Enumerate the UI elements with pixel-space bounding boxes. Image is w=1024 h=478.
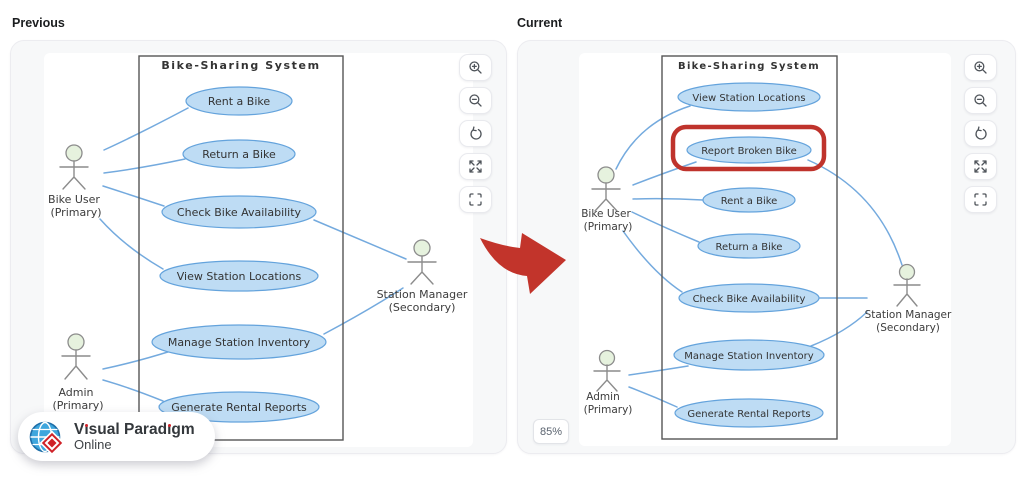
- svg-text:Check Bike Availability: Check Bike Availability: [177, 206, 302, 219]
- actor-bike-user: Bike User (Primary): [581, 166, 633, 233]
- use-case-rent-a-bike: Rent a Bike: [185, 86, 293, 116]
- visual-paradigm-logo[interactable]: Vısual Paradıgm Online: [18, 412, 215, 461]
- svg-text:Return a Bike: Return a Bike: [202, 148, 276, 161]
- current-system-boundary: Bike-Sharing System: [661, 55, 838, 440]
- zoom-in-icon: [974, 61, 987, 74]
- svg-text:Bike User: Bike User: [581, 208, 631, 220]
- expand-icon: [974, 160, 987, 173]
- use-case-rent-a-bike: Rent a Bike: [702, 187, 796, 213]
- current-connectors: [615, 105, 903, 408]
- reset-view-icon: [470, 126, 482, 140]
- visual-paradigm-globe-icon: [29, 421, 65, 455]
- use-case-check-bike-availability: Check Bike Availability: [678, 283, 820, 313]
- svg-text:Manage Station Inventory: Manage Station Inventory: [684, 351, 813, 362]
- current-diagram-canvas[interactable]: Bike-Sharing System View Station Locatio…: [579, 53, 952, 446]
- svg-text:View Station Locations: View Station Locations: [692, 93, 805, 104]
- svg-text:Generate Rental Reports: Generate Rental Reports: [687, 409, 810, 420]
- zoom-out-button[interactable]: [964, 87, 997, 114]
- actor-bike-user: Bike User (Primary): [48, 144, 102, 219]
- use-case-return-a-bike: Return a Bike: [182, 139, 296, 169]
- use-case-return-a-bike: Return a Bike: [697, 233, 801, 259]
- actor-station-manager: Station Manager (Secondary): [865, 263, 952, 334]
- zoom-out-button[interactable]: [459, 87, 492, 114]
- expand-button[interactable]: [964, 153, 997, 180]
- use-case-manage-station-inventory: Manage Station Inventory: [673, 339, 825, 371]
- expand-button[interactable]: [459, 153, 492, 180]
- svg-text:Admin: Admin: [58, 386, 93, 399]
- use-case-manage-station-inventory: Manage Station Inventory: [151, 324, 327, 360]
- actor-admin: Admin (Primary): [584, 349, 633, 416]
- reset-view-button[interactable]: [964, 120, 997, 147]
- svg-text:Admin: Admin: [586, 391, 619, 403]
- fullscreen-icon: [974, 193, 987, 206]
- current-system-title: Bike-Sharing System: [678, 61, 820, 72]
- fullscreen-button[interactable]: [459, 186, 492, 213]
- current-section-label: Current: [517, 16, 563, 30]
- zoom-level-badge: 85%: [533, 419, 569, 444]
- fullscreen-icon: [469, 193, 482, 206]
- svg-text:(Primary): (Primary): [52, 399, 103, 412]
- zoom-out-icon: [974, 94, 987, 107]
- svg-text:Generate Rental Reports: Generate Rental Reports: [171, 401, 307, 414]
- logo-line1: Vısual Paradıgm: [74, 420, 195, 438]
- use-case-check-bike-availability: Check Bike Availability: [161, 195, 317, 229]
- svg-text:(Secondary): (Secondary): [876, 322, 940, 334]
- svg-text:View Station Locations: View Station Locations: [177, 270, 302, 283]
- svg-text:(Primary): (Primary): [584, 221, 633, 233]
- zoom-in-button[interactable]: [964, 54, 997, 81]
- svg-text:Station Manager: Station Manager: [377, 288, 468, 301]
- svg-text:Manage Station Inventory: Manage Station Inventory: [168, 336, 311, 349]
- svg-text:Station Manager: Station Manager: [865, 309, 952, 321]
- use-case-report-broken-bike: Report Broken Bike: [686, 136, 812, 164]
- svg-text:Return a Bike: Return a Bike: [716, 242, 783, 253]
- expand-icon: [469, 160, 482, 173]
- previous-diagram-canvas[interactable]: Bike-Sharing System Rent a Bike Return a…: [44, 53, 473, 447]
- visual-paradigm-logo-text: Vısual Paradıgm Online: [74, 420, 195, 452]
- previous-system-boundary: Bike-Sharing System: [138, 55, 344, 441]
- svg-text:(Secondary): (Secondary): [389, 301, 456, 314]
- actor-station-manager: Station Manager (Secondary): [377, 239, 468, 314]
- previous-section-label: Previous: [12, 16, 65, 30]
- change-arrow-icon: [480, 233, 566, 294]
- previous-system-title: Bike-Sharing System: [161, 59, 320, 72]
- use-case-view-station-locations: View Station Locations: [159, 260, 319, 292]
- svg-text:Check Bike Availability: Check Bike Availability: [693, 294, 806, 305]
- svg-text:(Primary): (Primary): [50, 206, 101, 219]
- svg-text:Report Broken Bike: Report Broken Bike: [701, 146, 797, 157]
- reset-view-button[interactable]: [459, 120, 492, 147]
- zoom-out-icon: [469, 94, 482, 107]
- fullscreen-button[interactable]: [964, 186, 997, 213]
- highlight-report-broken-bike: [670, 124, 827, 172]
- zoom-in-icon: [469, 61, 482, 74]
- svg-text:Bike User: Bike User: [48, 193, 100, 206]
- svg-text:(Primary): (Primary): [584, 404, 633, 416]
- svg-text:Rent a Bike: Rent a Bike: [208, 95, 271, 108]
- use-case-generate-rental-reports: Generate Rental Reports: [674, 398, 824, 428]
- zoom-in-button[interactable]: [459, 54, 492, 81]
- previous-connectors: [99, 107, 407, 402]
- actor-admin: Admin (Primary): [52, 333, 104, 412]
- svg-text:Rent a Bike: Rent a Bike: [721, 196, 778, 207]
- reset-view-icon: [975, 126, 987, 140]
- previous-diagram-panel: Bike-Sharing System Rent a Bike Return a…: [10, 40, 507, 454]
- current-diagram-panel: Bike-Sharing System View Station Locatio…: [517, 40, 1016, 454]
- use-case-view-station-locations: View Station Locations: [677, 82, 821, 112]
- logo-line2: Online: [74, 436, 112, 452]
